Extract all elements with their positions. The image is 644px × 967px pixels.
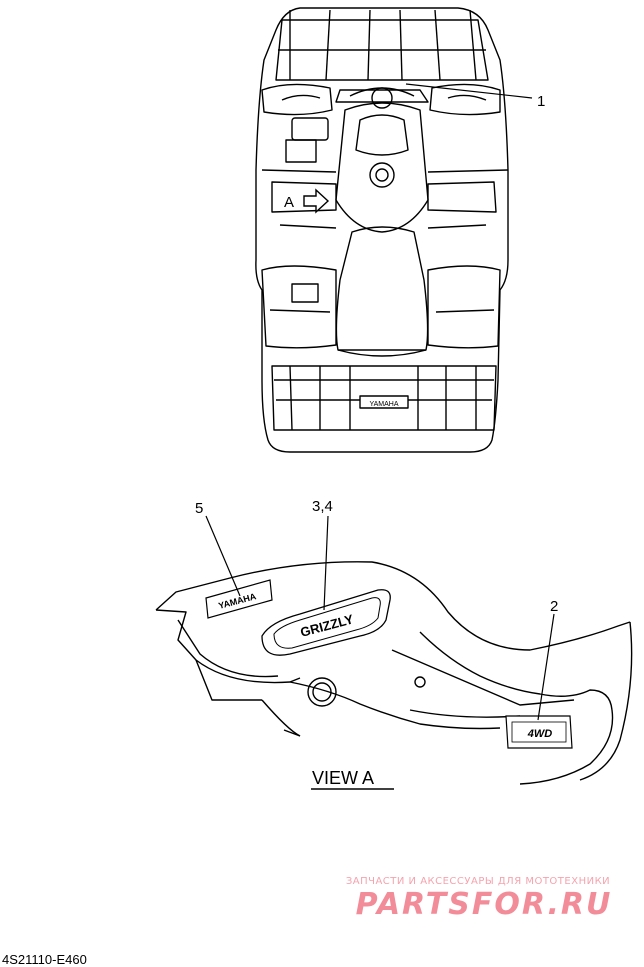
- rack-badge-text: YAMAHA: [369, 401, 398, 408]
- decal-grizzly: [261, 589, 391, 656]
- diagram-code: 4S21110-E460: [2, 952, 87, 967]
- atv-top-view: [255, 7, 509, 453]
- leader-line-3-4: [323, 515, 329, 611]
- decal-yamaha: [205, 579, 273, 619]
- callout-2: 2: [550, 598, 558, 615]
- decal-4wd: [505, 715, 573, 749]
- decal-4wd-text: 4WD: [527, 728, 553, 740]
- leader-line-1: [405, 83, 533, 99]
- leader-line-2: [537, 613, 555, 721]
- leader-line-5: [205, 515, 241, 597]
- callout-3-4: 3,4: [312, 498, 333, 515]
- callout-1: 1: [537, 93, 545, 110]
- callout-5: 5: [195, 500, 203, 517]
- arrow-a-label: A: [284, 194, 294, 211]
- view-a-detail: [155, 561, 633, 785]
- watermark-brand: PARTSFOR.RU: [356, 887, 613, 922]
- view-a-title: VIEW A: [312, 768, 374, 788]
- arrow-a-icon: [303, 188, 330, 214]
- watermark-tagline: ЗАПЧАСТИ И АКСЕССУАРЫ ДЛЯ МОТОТЕХНИКИ: [346, 876, 610, 887]
